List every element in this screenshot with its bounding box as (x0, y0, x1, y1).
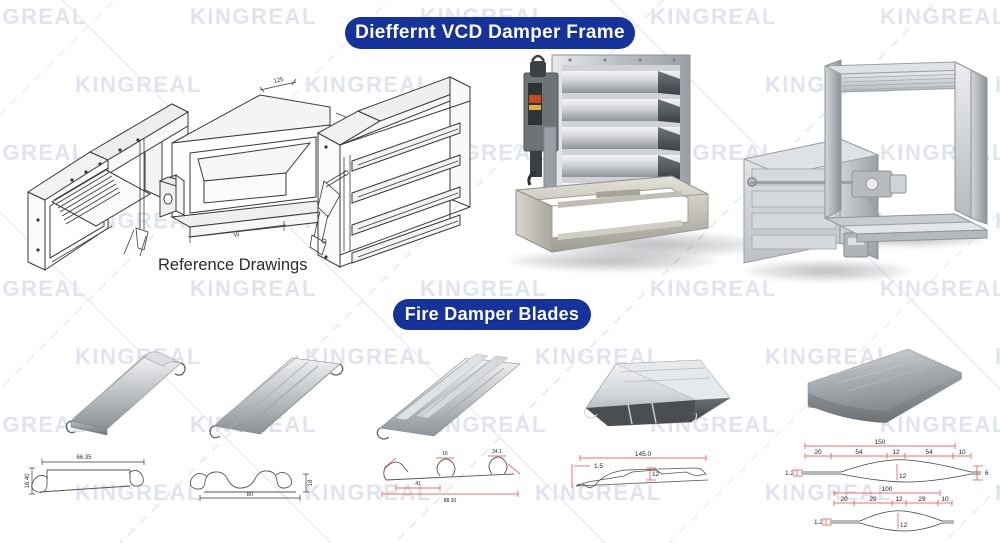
section-title-fire-damper-blades: Fire Damper Blades (393, 299, 591, 330)
blade-photo-rolled-edge (65, 351, 186, 436)
multiblade-damper-drawing (309, 76, 472, 268)
dim-blade3-width: 88.30 (444, 498, 457, 504)
blade-profile-triple-rib: 88.30 41 16 24.1 (381, 449, 521, 504)
dim-blade3-height: 24.1 (492, 449, 502, 455)
dim-blade4-gap: 12 (652, 471, 660, 478)
blade-photo-triple-rib (376, 353, 521, 440)
dim-blade1-height: 16.40 (25, 473, 31, 489)
dim-airfoil2-seg-2: 29 (869, 496, 877, 503)
dim-blade1-width: 66.35 (76, 455, 92, 461)
dim-airfoil2-height: 12 (900, 522, 908, 529)
blade-profile-airfoil-bottom: 100 20 29 12 29 10 1.2 12 (814, 486, 954, 532)
dim-airfoil2-seg-1: 20 (840, 496, 848, 503)
dim-airfoil-seg-1: 20 (814, 449, 822, 456)
dim-blade4-width: 145.0 (635, 451, 652, 458)
dim-depth: 125 (273, 77, 285, 85)
blade-photo-aluminium-extrusion (583, 359, 731, 427)
blade-photo-airfoil (807, 348, 963, 423)
dim-blade3-corner: 16 (442, 451, 448, 457)
dim-airfoil-seg-3: 12 (892, 449, 900, 456)
blade-profile-rolled-edge: 66.35 16.40 (25, 455, 145, 495)
dim-width: W (234, 232, 241, 239)
dim-blade2-width: 80 (247, 492, 254, 498)
dim-airfoil2-overall: 100 (882, 486, 893, 493)
dim-airfoil-seg-5: 10 (958, 449, 966, 456)
reference-drawings-caption: Reference Drawings (158, 256, 308, 274)
blade-profile-double-hook: 80 18 (189, 470, 314, 501)
dim-airfoil-seg-2: 54 (855, 449, 863, 456)
dim-airfoil-thickness: 1.2 (785, 470, 794, 477)
dim-airfoil2-seg-5: 10 (941, 496, 949, 503)
dim-airfoil-right-edge: 6 (985, 470, 989, 477)
dim-airfoil2-thickness: 1.2 (814, 519, 823, 526)
blade-profile-airfoil-top: 150 20 54 12 54 10 1.2 12 6 (785, 439, 989, 483)
dim-airfoil-seg-4: 54 (925, 449, 933, 456)
blade-profile-aluminium-extrusion: 145.0 1.5 12 (571, 451, 709, 488)
dim-blade4-thickness: 1.5 (594, 463, 603, 470)
blade-photo-double-hook (209, 355, 344, 439)
dim-blade2-height: 18 (308, 479, 314, 486)
dim-blade3-rib: 41 (415, 481, 421, 487)
section-title-vcd-damper-frame: Dieffernt VCD Damper Frame (345, 17, 635, 49)
photo-galvanized-rectangular-frame (515, 175, 709, 253)
dim-airfoil-height: 12 (899, 473, 907, 480)
dim-airfoil2-seg-3: 12 (895, 496, 903, 503)
dim-airfoil-overall: 150 (875, 439, 886, 446)
photo-galvanized-curtain-blade-frame (824, 59, 988, 243)
dim-airfoil2-seg-4: 29 (918, 496, 926, 503)
